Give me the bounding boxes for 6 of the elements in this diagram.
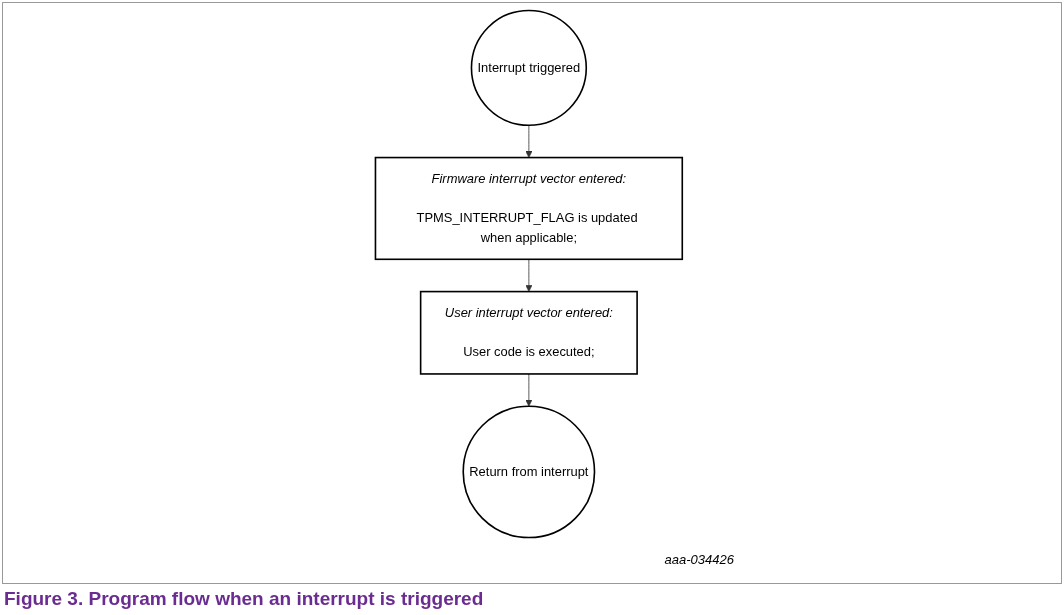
- figure-id-label: aaa-034426: [664, 552, 734, 567]
- node-box: User interrupt vector entered: User code is executed;: [419, 290, 639, 375]
- node-circle: Return from interrupt: [462, 405, 596, 539]
- node-box: Firmware interrupt vector entered: TPMS_INTERRUPT_FLAG is updated when applicable;: [374, 156, 684, 261]
- figure-caption: Figure 3. Program flow when an interrupt is triggered: [4, 588, 484, 610]
- node-circle: Interrupt triggered: [470, 9, 588, 127]
